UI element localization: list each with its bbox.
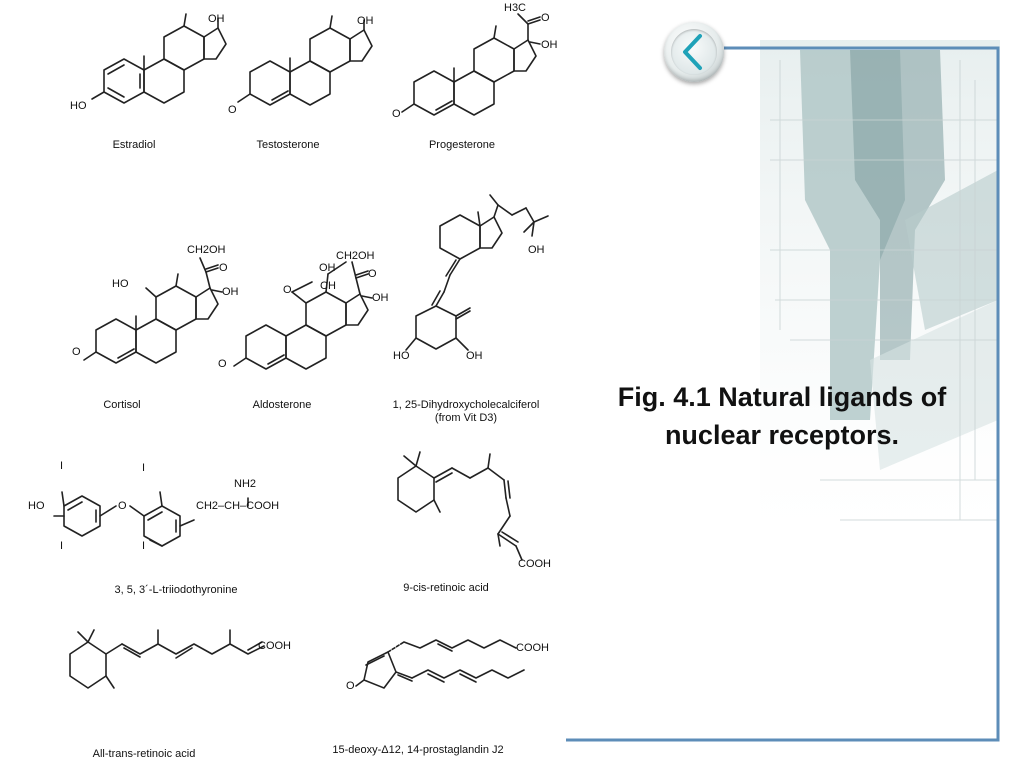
atom-label: OH [319, 262, 336, 274]
atom-label: HO [28, 500, 45, 512]
atom-label: I [142, 540, 146, 552]
atom-label: I [60, 460, 64, 472]
molecule-name: Cortisol [103, 399, 141, 411]
atom-label: COOH [518, 558, 551, 570]
caption-line-2: nuclear receptors. [664, 420, 900, 450]
atom-label: O [346, 680, 355, 692]
atom-label: OH [222, 286, 239, 298]
aldosterone-structure [233, 261, 373, 370]
atom-label: NH2 [234, 478, 257, 490]
cortisol-structure [83, 257, 223, 364]
atom-label: OH [372, 292, 389, 304]
atom-label: O [228, 104, 237, 116]
atom-label: COOH [258, 640, 291, 652]
atom-label: CH2OH [187, 244, 226, 256]
back-button[interactable] [664, 22, 724, 82]
caption-line-1: Fig. 4.1 Natural ligands of [617, 382, 947, 412]
atom-label: O [392, 108, 401, 120]
atom-label: CH2–CH–COOH [196, 500, 280, 512]
atom-label: O [368, 268, 377, 280]
chevron-left-icon [683, 34, 702, 70]
atom-label: O [219, 262, 228, 274]
atom-label: CH [320, 280, 336, 292]
testosterone-structure [237, 15, 373, 106]
molecule-name: Testosterone [256, 139, 320, 151]
molecule-name: 1, 25-Dihydroxycholecalciferol [392, 399, 540, 411]
atom-label: O [218, 358, 227, 370]
atom-label: OH [528, 244, 545, 256]
calcitriol-structure [405, 194, 549, 351]
molecule-name: Estradiol [112, 139, 156, 151]
atom-label: CH2OH [336, 250, 375, 262]
prostaglandin-structure [355, 639, 525, 689]
atom-label: OH [357, 15, 374, 27]
atom-label: HO [393, 350, 410, 362]
atom-label: O [118, 500, 127, 512]
9-cis-retinoic-acid-structure [397, 451, 523, 561]
atom-label: H3C [504, 2, 527, 14]
figure-caption: Fig. 4.1 Natural ligands of nuclear rece… [568, 378, 996, 454]
atom-label: HO [112, 278, 129, 290]
atom-label: O [72, 346, 81, 358]
back-button-ring [671, 29, 717, 75]
atom-label: I [60, 540, 64, 552]
progesterone-structure [401, 13, 541, 116]
estradiol-structure [91, 13, 227, 104]
atom-label: OH [466, 350, 483, 362]
molecule-name: 15-deoxy-Δ12, 14-prostaglandin J2 [332, 744, 504, 756]
atom-label: OH [541, 39, 558, 51]
atom-label: I [142, 462, 146, 474]
molecule-name: Progesterone [428, 139, 496, 151]
atom-label: OH [208, 13, 225, 25]
triiodothyronine-structure [53, 491, 249, 547]
molecule-name: All-trans-retinoic acid [92, 748, 196, 760]
molecule-name: Aldosterone [252, 399, 312, 411]
atom-label: COOH [516, 642, 549, 654]
molecule-name: 3, 5, 3´-L-triiodothyronine [114, 584, 238, 596]
molecule-name: 9-cis-retinoic acid [403, 582, 489, 594]
all-trans-retinoic-acid-structure [69, 629, 265, 689]
atom-label: O [541, 12, 550, 24]
molecule-name-note: (from Vit D3) [434, 412, 498, 424]
atom-label: O [283, 284, 292, 296]
atom-label: HO [70, 100, 87, 112]
